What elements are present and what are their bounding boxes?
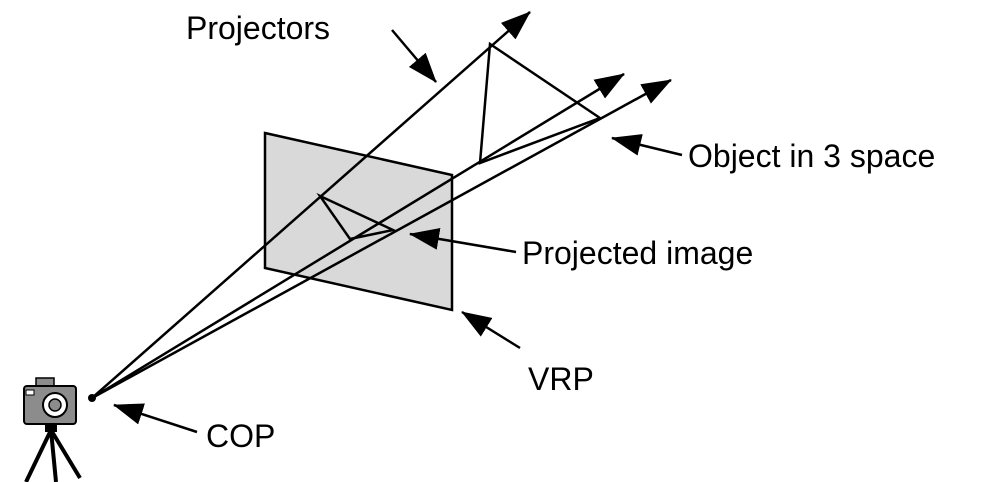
- object-in-3-space-label: Object in 3 space: [688, 138, 936, 174]
- cop-point: [88, 394, 96, 402]
- projectors-label: Projectors: [186, 10, 331, 46]
- projected-pointer-arrow: [409, 228, 517, 254]
- projector-line-lower: [91, 78, 672, 400]
- projectors-pointer-arrow: [391, 29, 437, 83]
- view-plane: [263, 131, 454, 312]
- object-triangle: [478, 41, 603, 165]
- projectors: [91, 11, 672, 400]
- cop-pointer-arrow: [113, 403, 198, 434]
- camera-on-tripod-icon: [23, 377, 82, 482]
- projector-line-middle: [91, 72, 625, 400]
- vrp-pointer-arrow: [461, 310, 521, 350]
- cop-label: COP: [206, 418, 276, 454]
- vrp-label: VRP: [528, 361, 594, 397]
- label-pointers: [113, 29, 683, 434]
- object-pointer-arrow: [611, 134, 683, 157]
- projector-line-top: [91, 11, 531, 399]
- projected-triangle: [316, 192, 397, 241]
- projected-image-label: Projected image: [522, 235, 754, 271]
